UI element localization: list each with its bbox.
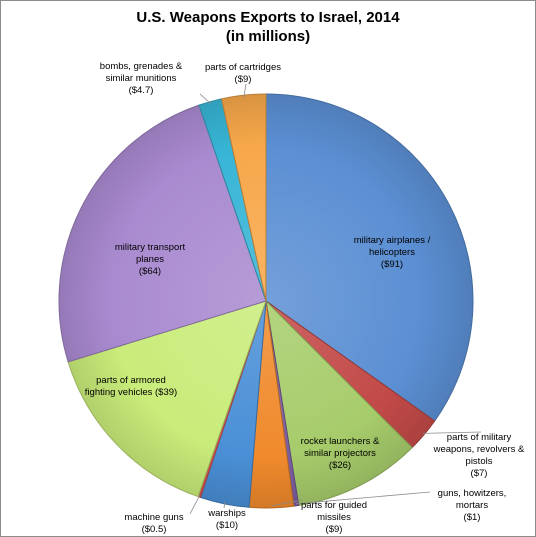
label-line: ($0.5) [142, 524, 167, 535]
label-warships: warships($10) [207, 508, 246, 531]
slice-labels: military airplanes /helicopters($91) part… [85, 61, 525, 535]
label-rocket-launchers: rocket launchers &similar projectors($26… [301, 436, 380, 471]
label-line: weapons, revolvers & [433, 444, 525, 455]
label-line: missiles [317, 512, 351, 523]
label-line: ($7) [471, 468, 488, 479]
label-line: ($1) [464, 512, 481, 523]
chart-title-line-1: U.S. Weapons Exports to Israel, 2014 [136, 9, 400, 26]
label-line: ($91) [381, 259, 403, 270]
pie-slices [58, 93, 474, 509]
leader-guns-howitzers [295, 491, 431, 505]
chart-subtitle: (in millions) [225, 28, 311, 45]
label-line: ($64) [139, 266, 161, 277]
label-guns-howitzers: guns, howitzers,mortars($1) [438, 488, 507, 523]
label-line: parts of military [447, 432, 512, 443]
label-parts-of-cartridges: parts of cartridges($9) [205, 62, 281, 85]
slice-rocket-launchers [265, 299, 413, 506]
chart-title: U.S. Weapons Exports to Israel, 2014 (in… [0, 8, 536, 46]
label-line: guns, howitzers, [438, 488, 507, 499]
label-line: military airplanes / [354, 235, 431, 246]
label-line: planes [136, 254, 164, 265]
label-line: bombs, grenades & [100, 61, 183, 72]
label-military-airplanes: military airplanes /helicopters($91) [354, 235, 431, 270]
slice-parts-of-cartridges [220, 93, 267, 302]
label-line: warships [207, 508, 246, 519]
label-line: parts for guided [301, 500, 367, 511]
slice-parts-of-armored [67, 300, 267, 498]
leader-lines [189, 83, 482, 515]
label-line: helicopters [369, 247, 415, 258]
label-line: parts of armored [96, 375, 166, 386]
label-line: machine guns [124, 512, 183, 523]
leader-parts-of-military [422, 431, 482, 434]
leader-parts-of-cartridges [243, 83, 247, 98]
label-line: mortars [456, 500, 488, 511]
leader-warships [223, 501, 226, 509]
label-line: similar projectors [304, 448, 376, 459]
label-line: parts of cartridges [205, 62, 281, 73]
slice-military-transport [58, 104, 267, 363]
leader-machine-guns [189, 494, 201, 515]
label-line: ($10) [216, 520, 238, 531]
slice-military-airplanes [265, 93, 474, 422]
label-line: ($26) [329, 460, 351, 471]
leader-bombs-grenades [199, 93, 211, 104]
label-machine-guns: machine guns($0.5) [124, 512, 183, 535]
label-bombs-grenades: bombs, grenades &similar munitions($4.7) [100, 61, 183, 96]
label-line: pistols [466, 456, 493, 467]
label-line: military transport [115, 242, 186, 253]
label-line: ($9) [235, 74, 252, 85]
label-line: rocket launchers & [301, 436, 380, 447]
label-line: ($4.7) [129, 85, 154, 96]
label-line: ($9) [326, 524, 343, 535]
label-line: similar munitions [106, 73, 177, 84]
leader-parts-for-guided [271, 499, 303, 507]
label-line: fighting vehicles ($39) [85, 387, 177, 398]
